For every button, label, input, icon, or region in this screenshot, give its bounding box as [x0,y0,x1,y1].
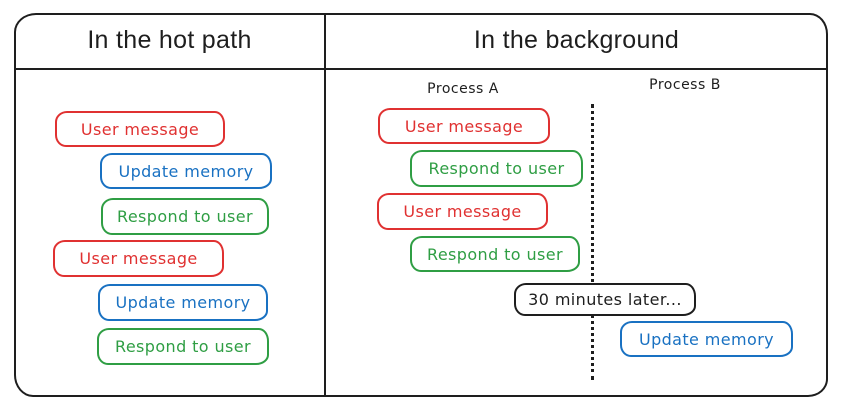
respond-to-user-box: Respond to user [101,198,269,235]
process-separator-dotted-line [591,104,594,380]
user-message-box: User message [55,111,225,147]
respond-to-user-box: Respond to user [97,328,269,365]
update-memory-box: Update memory [620,321,793,357]
process-a-label: Process A [427,81,499,97]
update-memory-box: Update memory [100,153,272,189]
user-message-box: User message [378,108,550,144]
update-memory-box: Update memory [98,284,268,321]
user-message-box: User message [377,193,548,230]
thirty-minutes-later-box: 30 minutes later... [514,283,696,316]
respond-to-user-box: Respond to user [410,236,580,272]
header-divider-line [15,68,827,70]
process-b-label: Process B [649,77,721,93]
hot-path-title: In the hot path [87,26,252,54]
background-title: In the background [473,26,680,54]
respond-to-user-box: Respond to user [410,150,583,187]
panel-divider-line [324,13,326,397]
user-message-box: User message [53,240,224,277]
